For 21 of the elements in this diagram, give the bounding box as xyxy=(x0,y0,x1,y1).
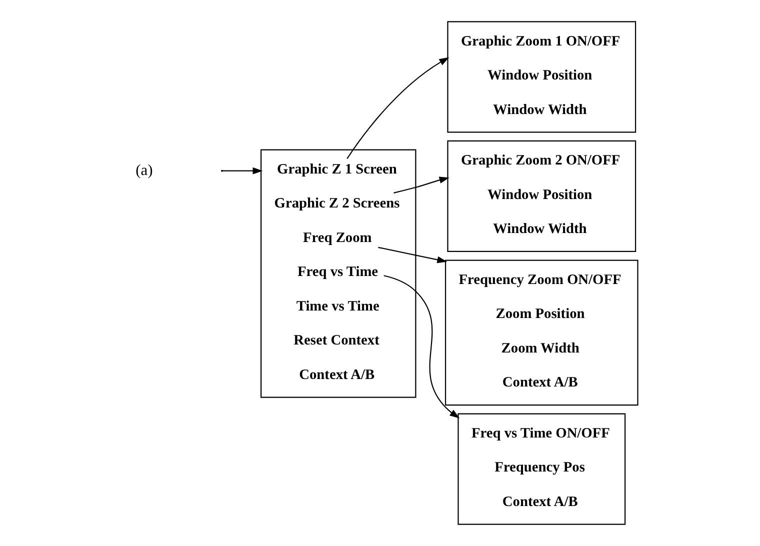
node-text: Graphic Zoom 1 ON/OFF xyxy=(460,33,620,50)
node-text: Frequency Zoom ON/OFF xyxy=(458,272,621,288)
node-text: Zoom Position xyxy=(495,306,584,322)
node-text: Freq Zoom xyxy=(302,230,372,246)
node-text: Time vs Time xyxy=(296,298,379,314)
node-text: Window Position xyxy=(487,68,592,84)
node-text: Window Width xyxy=(492,102,586,118)
node-text: Window Position xyxy=(487,186,592,203)
node-text: Graphic Zoom 2 ON/OFF xyxy=(460,152,620,169)
node-text: Zoom Width xyxy=(500,340,579,356)
node-text: Context A/B xyxy=(502,374,578,391)
node-text: Context A/B xyxy=(502,494,578,510)
node-text: Freq vs Time ON/OFF xyxy=(470,425,610,442)
node-text: Freq vs Time xyxy=(296,264,378,280)
node-text: Window Width xyxy=(492,221,586,238)
node-text: Graphic Z 2 Screens xyxy=(274,196,400,212)
label: (a) xyxy=(135,162,152,179)
node-text: Context A/B xyxy=(298,366,374,383)
node-text: Reset Context xyxy=(293,332,379,349)
node-text: Frequency Pos xyxy=(494,460,584,476)
node-text: Graphic Z 1 Screen xyxy=(276,161,396,178)
